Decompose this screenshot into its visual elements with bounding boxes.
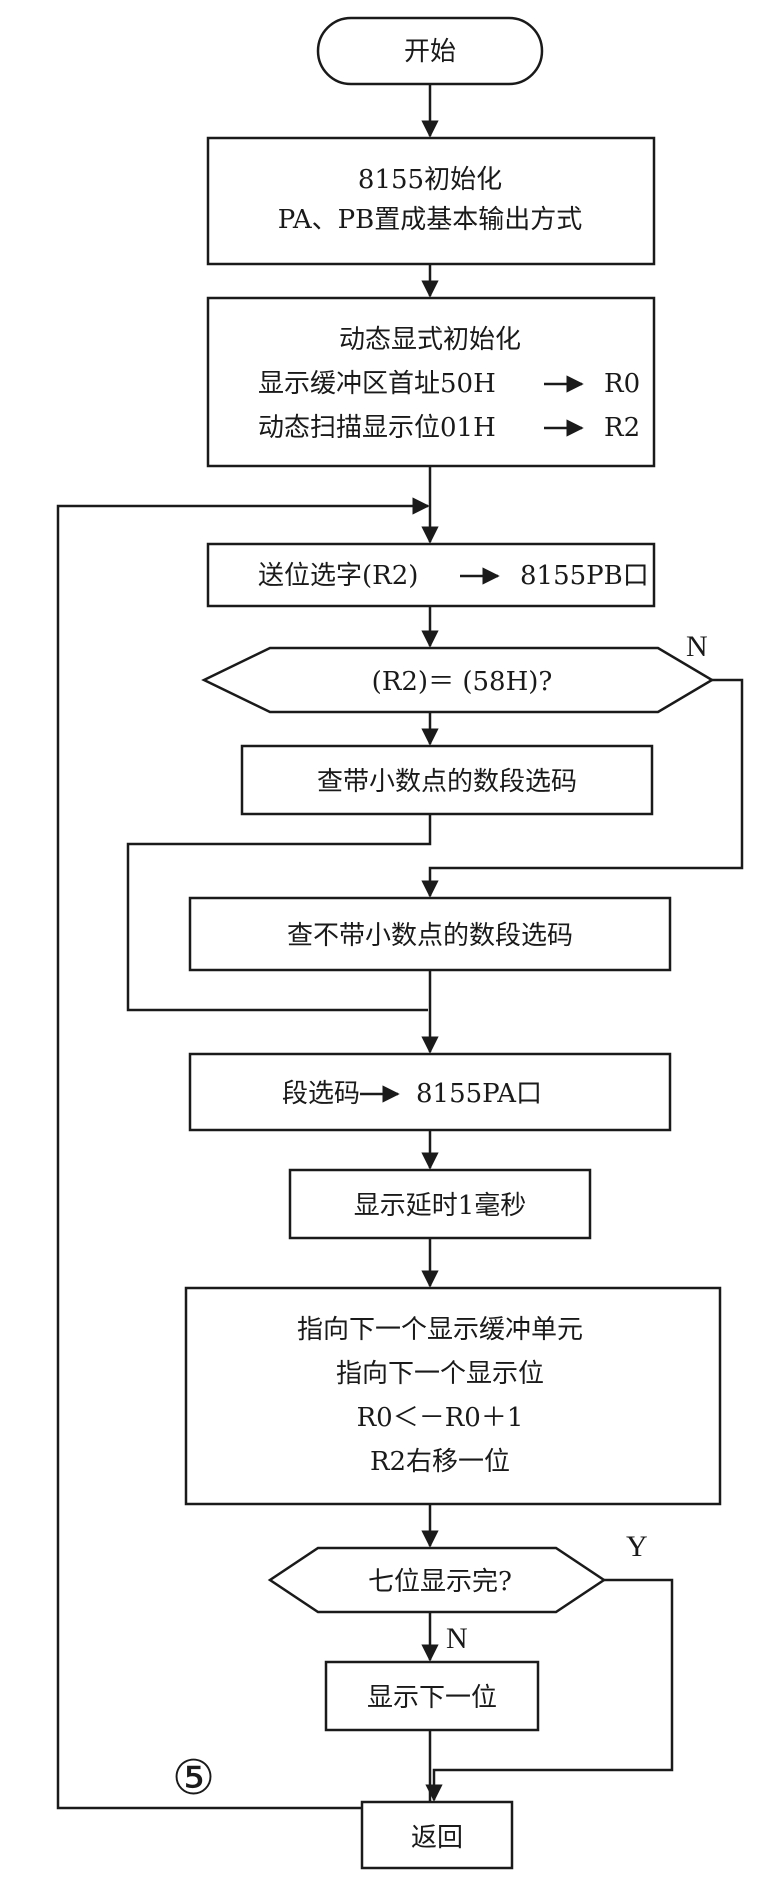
send-bit-right: 8155PB口: [520, 561, 649, 591]
next-line4: R2右移一位: [370, 1447, 510, 1477]
send-seg-right: 8155PA口: [416, 1079, 542, 1109]
start-label: 开始: [404, 37, 456, 67]
next-box: [184, 1286, 722, 1506]
dynamic-init-line3-right: R2: [604, 413, 640, 443]
figure-number: ⑤: [172, 1752, 215, 1805]
next-line3: R0＜－R0＋1: [357, 1403, 524, 1433]
send-seg-left: 段选码: [282, 1079, 360, 1109]
show-next-box: [324, 1660, 540, 1732]
lookup-dot-label: 查带小数点的数段选码: [317, 767, 577, 797]
decision-seven-yes-path: [425, 1578, 674, 1802]
return-box: [360, 1800, 514, 1870]
dynamic-init-line2-right: R0: [604, 369, 640, 399]
decision-r2-no-label: N: [686, 630, 708, 663]
lookup-nodot-label: 查不带小数点的数段选码: [287, 921, 573, 951]
lookup-dot-bypass: [126, 814, 432, 1012]
return-label: 返回: [411, 1823, 463, 1853]
send-bit-left: 送位选字(R2): [258, 561, 418, 591]
show-next-label: 显示下一位: [367, 1683, 497, 1713]
decision-r2-label: (R2)＝ (58H)?: [372, 667, 553, 697]
dynamic-init-line2-left: 显示缓冲区首址50H: [258, 369, 496, 399]
decision-seven-label: 七位显示完?: [368, 1567, 512, 1597]
next-line1: 指向下一个显示缓冲单元: [297, 1315, 583, 1345]
decision-seven: [267, 1546, 607, 1614]
init-8155-line1: 8155初始化: [358, 165, 502, 195]
delay-box: [288, 1168, 592, 1240]
init-8155-box: [206, 136, 656, 266]
delay-label: 显示延时1毫秒: [354, 1191, 527, 1221]
dynamic-init-title: 动态显式初始化: [339, 325, 521, 355]
init-8155-line2: PA、PB置成基本输出方式: [278, 205, 583, 235]
lookup-nodot-box: [188, 896, 672, 972]
next-line2: 指向下一个显示位: [336, 1359, 544, 1389]
decision-seven-yes-label: Y: [626, 1530, 648, 1563]
decision-r2: [201, 646, 715, 714]
send-seg-box: [188, 1052, 672, 1132]
decision-r2-no-path: [421, 678, 744, 898]
decision-seven-no-label: N: [446, 1622, 468, 1655]
lookup-dot-box: [240, 744, 654, 816]
dynamic-init-line3-left: 动态扫描显示位01H: [258, 413, 496, 443]
